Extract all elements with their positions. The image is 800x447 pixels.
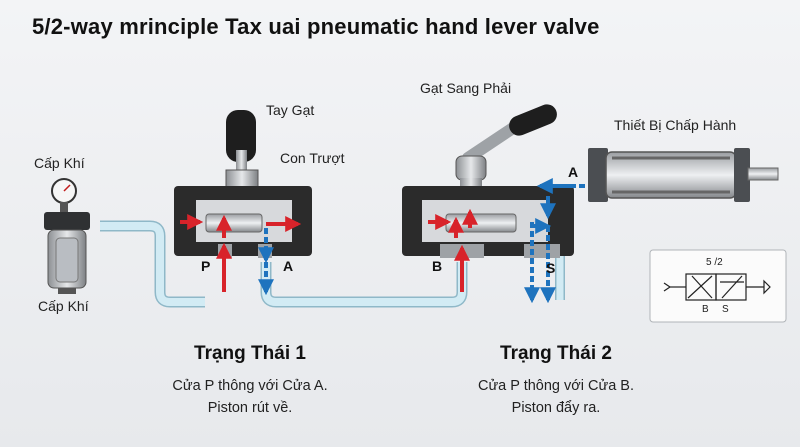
- lever-handle-icon: [509, 104, 557, 136]
- state-2-title: Trạng Thái 2: [500, 343, 612, 364]
- symbol-label-s: S: [722, 304, 729, 315]
- label-lever: Tay Gạt: [266, 102, 315, 118]
- label-air-supply-top: Cấp Khí: [34, 155, 85, 171]
- port-b: B: [432, 258, 443, 274]
- page-title: 5/2-way mrinciple Tax uai pneumatic hand…: [32, 14, 600, 39]
- state-1-line-2: Piston rút về.: [207, 400, 293, 416]
- symbol-label-top: 5 /2: [706, 257, 723, 268]
- spool-icon: [205, 213, 263, 233]
- port-a-left: A: [283, 258, 294, 274]
- filter-regulator: [44, 178, 90, 294]
- label-air-supply-bottom: Cấp Khí: [38, 298, 89, 314]
- state-2-line-2: Piston đẩy ra.: [511, 400, 601, 416]
- air-tube-supply: [100, 220, 205, 308]
- port-p: P: [201, 258, 211, 274]
- air-tube-link: [260, 262, 468, 308]
- symbol-label-b: B: [702, 304, 709, 315]
- label-actuator: Thiết Bị Chấp Hành: [614, 117, 737, 133]
- state-1-line-1: Cửa P thông với Cửa A.: [172, 378, 328, 394]
- port-a-right: A: [568, 164, 579, 180]
- valve-state-1: [174, 110, 312, 296]
- state-2-description: Cửa P thông với Cửa B. Piston đẩy ra.: [436, 375, 676, 419]
- label-slider: Con Trượt: [280, 150, 345, 166]
- lever-handle-icon: [226, 110, 256, 162]
- actuator-cylinder: [588, 148, 779, 202]
- state-1-title: Trạng Thái 1: [194, 343, 306, 364]
- label-lever-right: Gạt Sang Phải: [420, 80, 512, 96]
- valve-symbol-5-2: [649, 249, 787, 323]
- state-1-description: Cửa P thông với Cửa A. Piston rút về.: [130, 375, 370, 419]
- port-s: S: [546, 260, 556, 276]
- valve-state-2: [402, 104, 608, 304]
- state-2-line-1: Cửa P thông với Cửa B.: [477, 378, 634, 394]
